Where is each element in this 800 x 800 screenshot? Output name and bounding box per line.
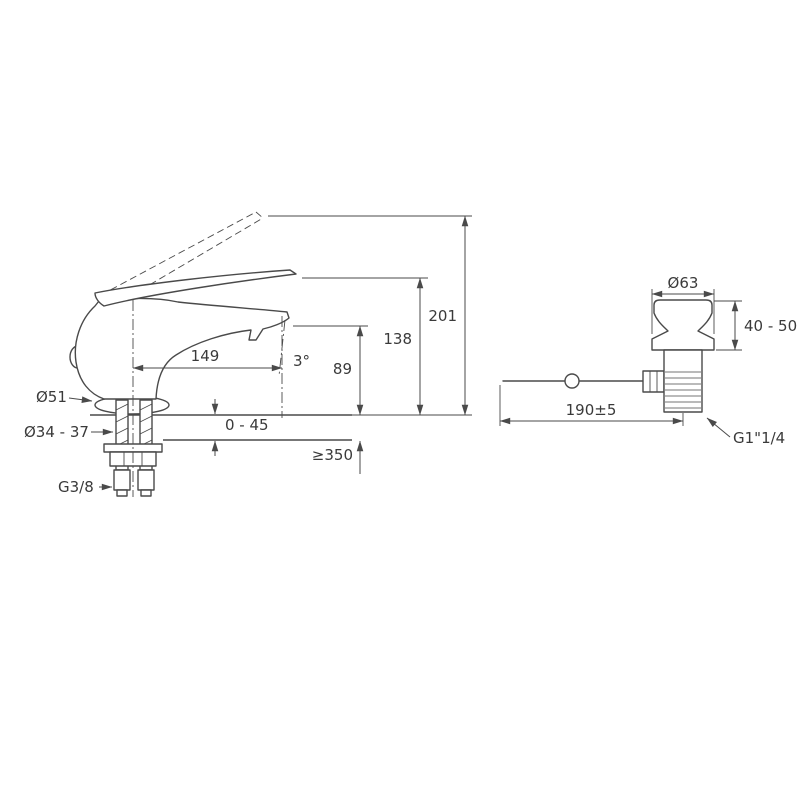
hose-connector-left	[113, 469, 131, 491]
dim-label-inlet-thread: G3/8	[58, 478, 94, 496]
rod-fitting	[642, 370, 665, 393]
dim-label-deck-thickness: 0 - 45	[225, 416, 269, 434]
handle-raised-dashed	[100, 211, 264, 308]
waste-thread-lines	[665, 371, 701, 409]
dim-label-hose-length: ≥350	[312, 446, 353, 464]
hose-tail-right	[140, 489, 152, 497]
mounting-nut-facets	[123, 452, 143, 466]
dim-label-overall-height: 201	[428, 307, 457, 325]
dim-label-base-diameter: Ø51	[36, 388, 67, 406]
dim-label-height-range: 40 - 50	[744, 317, 797, 335]
dim-label-handle-height: 138	[383, 330, 412, 348]
waste-body-tube	[663, 349, 703, 413]
dim-label-waste-thread: G1"1/4	[733, 429, 785, 447]
drain-assembly-view: Ø63 40 - 50 190±5 G1"1/4	[499, 274, 797, 447]
hose-connector-right	[137, 469, 155, 491]
dim-label-spout-height: 89	[333, 360, 352, 378]
faucet-side-view: 201 138 89 149 3° Ø51 Ø34 - 37 0 - 45 ≥3…	[24, 211, 472, 497]
leader-base-diameter	[68, 396, 93, 403]
rod-ball-joint	[564, 373, 580, 389]
shank-right-hatch	[139, 403, 153, 447]
faucet-body	[74, 297, 290, 400]
rod-fitting-facets	[649, 371, 658, 392]
waste-flange	[651, 299, 715, 351]
shank-left-hatch	[115, 403, 129, 447]
hose-tail-left	[116, 489, 128, 497]
dim-label-spout-angle: 3°	[293, 352, 310, 370]
faucet-handle	[94, 269, 297, 307]
dim-label-spout-reach: 149	[191, 347, 220, 365]
leader-waste-thread	[706, 417, 731, 438]
dim-label-flange-diameter: Ø63	[668, 274, 699, 292]
dim-label-rod-length: 190±5	[566, 401, 617, 419]
dim-label-mount-hole: Ø34 - 37	[24, 423, 89, 441]
